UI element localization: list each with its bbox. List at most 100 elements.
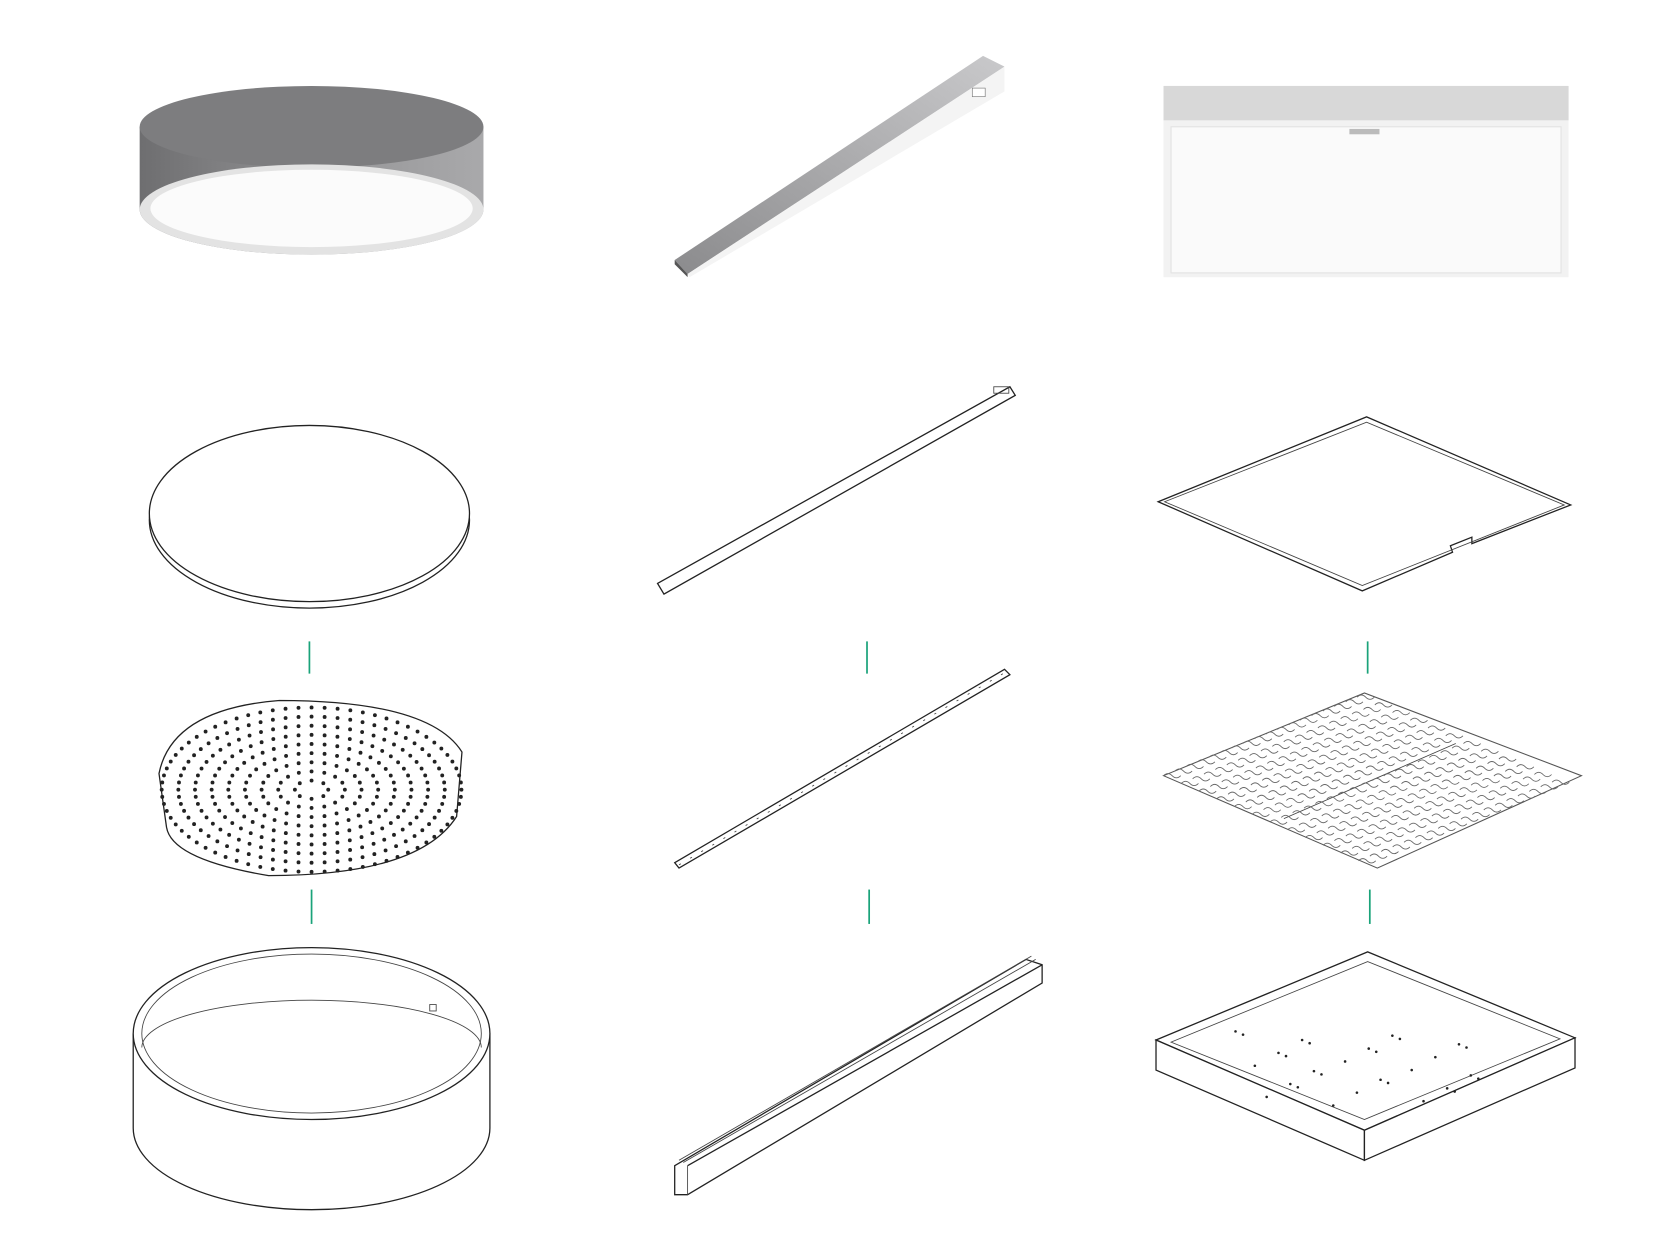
- led-dot: [395, 855, 400, 859]
- led-module: [1256, 794, 1275, 800]
- led-module: [1358, 723, 1376, 730]
- led-module: [1427, 725, 1446, 731]
- led-dot: [412, 741, 417, 746]
- led-dot: [278, 780, 283, 785]
- led-dot: [296, 860, 301, 865]
- led-dot: [372, 723, 377, 728]
- led-dot: [388, 801, 393, 806]
- led-dot: [371, 841, 376, 846]
- mounting-hole: [1367, 1047, 1371, 1050]
- led-module: [1250, 782, 1269, 788]
- led-dot: [423, 773, 428, 778]
- mounting-hole: [1465, 1046, 1468, 1049]
- led-dot: [250, 755, 255, 760]
- led-module: [1277, 726, 1295, 733]
- led-dot: [271, 848, 275, 852]
- led-dot: [168, 815, 173, 820]
- mounting-hole: [1410, 1068, 1413, 1072]
- led-module: [1437, 825, 1456, 832]
- round-housing-ring: [132, 946, 491, 1211]
- led-module: [1283, 739, 1302, 745]
- linear-diffuser: [656, 385, 1017, 595]
- led-module: [1340, 716, 1359, 722]
- mounting-hole: [1434, 1055, 1437, 1059]
- led-dot: [348, 727, 352, 732]
- led-module: [1534, 771, 1552, 778]
- led-module: [1244, 770, 1263, 776]
- led-module: [1210, 783, 1228, 790]
- led-module: [1511, 781, 1530, 787]
- led-dot: [296, 751, 301, 756]
- led-dot: [259, 740, 264, 745]
- led-dot: [414, 759, 419, 764]
- led-dot: [223, 720, 228, 725]
- mounting-hole: [1355, 1091, 1359, 1094]
- led-dot: [406, 773, 411, 778]
- led-dot: [179, 828, 184, 833]
- square-housing-tray: [1154, 951, 1577, 1162]
- led-module: [1348, 757, 1366, 764]
- led-module: [1423, 771, 1442, 777]
- led-dot: [357, 794, 362, 799]
- led-module: [1391, 815, 1409, 821]
- led-dot: [384, 858, 389, 863]
- led-dot: [283, 716, 288, 720]
- led-dot: [296, 742, 301, 747]
- led-module: [1380, 714, 1399, 720]
- mounting-holes: [1234, 1030, 1480, 1107]
- led-dot: [283, 868, 288, 873]
- led-module: [1475, 765, 1494, 771]
- led-dot: [193, 787, 197, 792]
- led-dot: [230, 821, 235, 825]
- led-dot: [340, 780, 345, 785]
- led-module: [1383, 773, 1402, 779]
- led-module: [1273, 773, 1292, 779]
- led-dot: [334, 763, 339, 768]
- led-dot: [296, 814, 301, 819]
- led-dot: [283, 850, 288, 854]
- led-module: [1426, 830, 1445, 836]
- led-dot: [309, 833, 314, 838]
- led-module: [1308, 788, 1327, 794]
- led-dot: [296, 733, 301, 738]
- led-dot: [296, 761, 301, 766]
- led-dot: [244, 794, 249, 799]
- led-module: [1469, 753, 1488, 759]
- led-dot: [358, 824, 363, 829]
- led-dot: [173, 752, 178, 757]
- led-dot: [238, 748, 243, 753]
- led-module: [1307, 759, 1326, 765]
- led-dot: [424, 734, 429, 739]
- led-dot: [206, 834, 211, 838]
- led-module: [1320, 784, 1338, 790]
- led-dot: [414, 815, 419, 820]
- led-module: [1278, 756, 1297, 762]
- led-dot: [356, 813, 361, 818]
- led-dot: [335, 716, 340, 720]
- led-dot: [217, 808, 222, 813]
- led-dot: [192, 822, 197, 827]
- led-module: [1322, 708, 1341, 714]
- led-dot: [322, 742, 327, 747]
- led-module: [1415, 835, 1433, 841]
- led-dot: [360, 730, 365, 734]
- led-dot: [457, 773, 462, 778]
- led-dot: [186, 740, 191, 745]
- led-module: [1430, 784, 1449, 790]
- led-dot: [186, 834, 191, 839]
- led-module: [1311, 713, 1330, 719]
- led-dot: [203, 845, 208, 850]
- led-dot: [283, 725, 288, 730]
- led-module: [1363, 706, 1381, 713]
- led-module: [1331, 779, 1350, 785]
- led-module: [1493, 773, 1512, 779]
- led-module: [1487, 761, 1506, 767]
- led-dot: [261, 794, 266, 799]
- led-dot: [322, 814, 327, 819]
- led-dot: [284, 821, 289, 826]
- led-dot: [405, 724, 410, 729]
- led-module: [1436, 796, 1455, 802]
- led-module: [1291, 780, 1309, 787]
- led-dot: [259, 787, 264, 792]
- led-dot: [259, 730, 263, 734]
